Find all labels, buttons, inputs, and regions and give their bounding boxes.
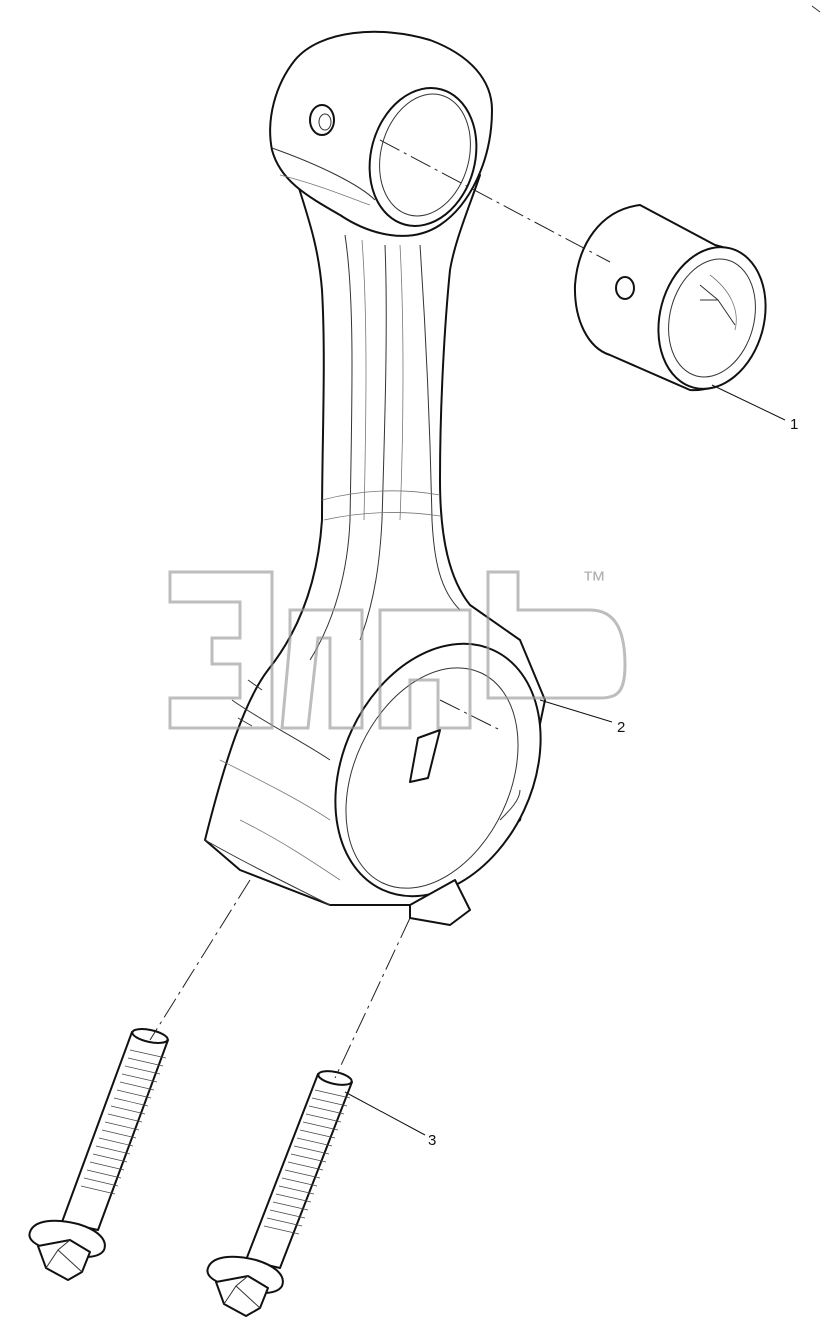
callout-2: 2 (539, 699, 625, 736)
bolt-left (28, 1028, 169, 1281)
connecting-rod (204, 30, 546, 926)
watermark-trademark: ™ (582, 567, 606, 594)
callout-1-label: 1 (790, 416, 798, 433)
watermark-logo: ™ (168, 567, 627, 730)
callout-2-label: 2 (617, 719, 625, 736)
corner-mark (811, 5, 821, 13)
callout-3-label: 3 (428, 1132, 436, 1149)
bolt-right (206, 1070, 353, 1317)
callout-1: 1 (711, 384, 798, 433)
assembly-lines (149, 139, 611, 1079)
small-end-bushing (573, 204, 767, 392)
callout-3: 3 (344, 1091, 436, 1149)
